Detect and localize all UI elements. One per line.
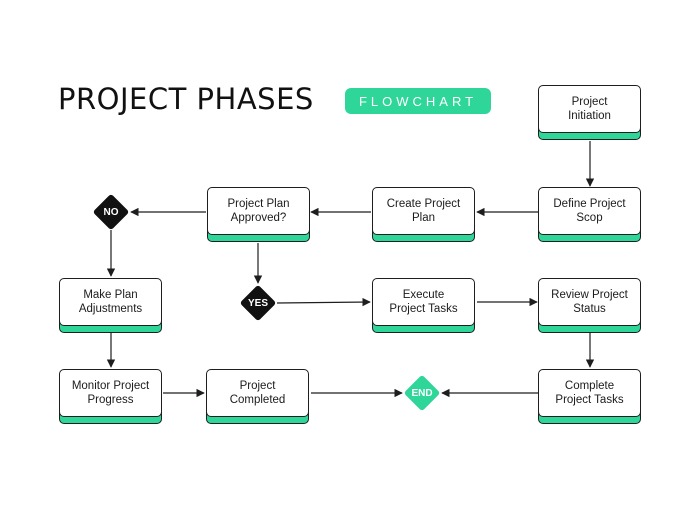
decision-label: END xyxy=(411,387,433,399)
arrow-yes-to-execute xyxy=(276,297,371,307)
flowchart-badge: FLOWCHART xyxy=(345,88,491,114)
end-terminal[interactable]: END xyxy=(402,373,441,412)
decision-yes[interactable]: YES xyxy=(238,283,277,322)
decision-label: YES xyxy=(247,297,268,309)
decision-no[interactable]: NO xyxy=(91,192,130,231)
decision-label: NO xyxy=(103,206,119,218)
page-title: PROJECT PHASES xyxy=(58,82,314,116)
